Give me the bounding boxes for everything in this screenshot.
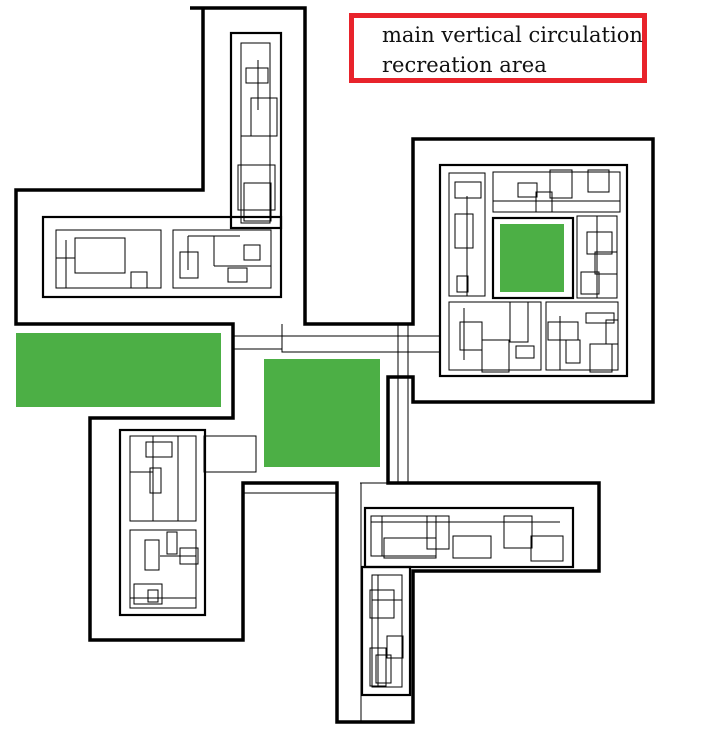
- legend: main vertical circulation recreation are…: [349, 13, 647, 83]
- southeast-arm-zone: [363, 506, 575, 569]
- east-block-zone: [438, 163, 629, 378]
- south-corridor-zone: [360, 565, 412, 697]
- recreation-area-east-courtyard: [500, 224, 564, 292]
- east-block-courtyard-frame: [491, 216, 575, 300]
- legend-label-circulation: main vertical circulation: [382, 23, 643, 47]
- southwest-zone: [118, 428, 207, 617]
- west-arm-zone: [41, 215, 283, 299]
- legend-label-recreation: recreation area: [382, 53, 547, 77]
- recreation-area-center: [264, 359, 380, 467]
- north-corridor-zone: [229, 31, 283, 230]
- recreation-area-west: [16, 333, 221, 407]
